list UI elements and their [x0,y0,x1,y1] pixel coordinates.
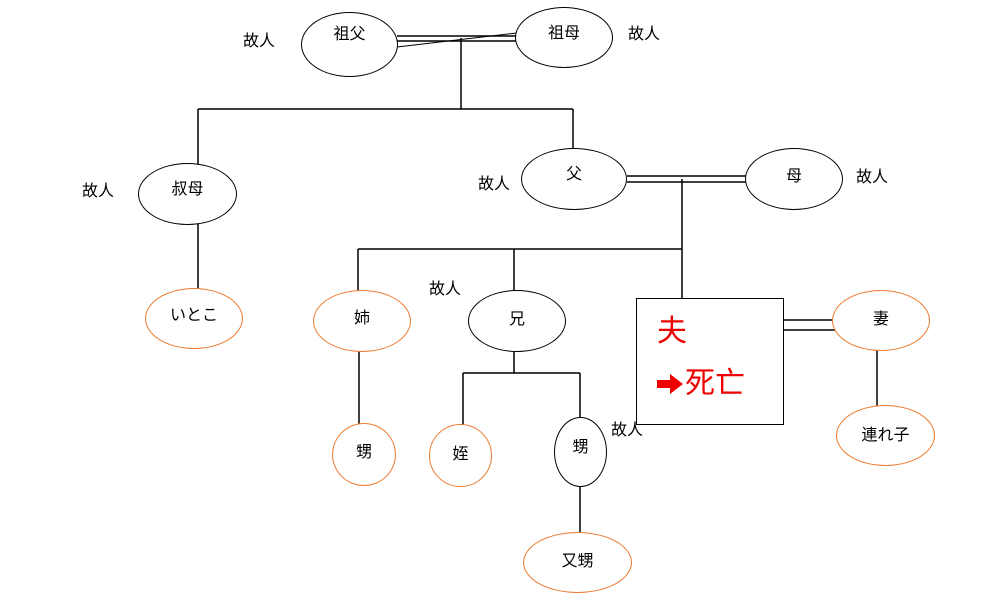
stepchild-label: 連れ子 [861,424,910,444]
brother-son-label: 甥 [572,437,589,456]
wife-label: 妻 [872,308,889,328]
deceased-status: 死亡 [657,367,745,401]
brother-son-node: 甥 [554,417,607,487]
grandmother-node: 祖母 [515,7,613,68]
elder-sister-label: 姉 [353,308,370,327]
grandmother-label: 祖母 [547,22,580,42]
husband-deceased-note: 故人 [611,420,644,439]
mother-label: 母 [785,166,802,185]
elder-sister-node: 姉 [313,290,411,352]
aunt-deceased-note: 故人 [82,181,115,200]
grandfather-deceased-note: 故人 [243,31,276,50]
grandfather-label: 祖父 [333,23,366,43]
cousin-label: いとこ [169,304,218,324]
death-status-label: 死亡 [685,366,745,401]
father-node: 父 [521,148,627,210]
father-label: 父 [565,164,582,183]
aunt-node: 叔母 [138,163,237,225]
elder-brother-label: 兄 [508,309,525,328]
husband-focus-box: 夫 死亡 [636,298,784,425]
mother-deceased-note: 故人 [856,167,889,186]
grandparents-marriage-diagonal [396,32,518,48]
cousin-node: いとこ [145,288,243,349]
husband-label: 夫 [657,314,687,349]
grandmother-deceased-note: 故人 [628,24,661,43]
brother-daughter-label: 姪 [452,443,469,463]
grandnephew-label: 又甥 [561,550,594,570]
grandfather-node: 祖父 [301,12,398,77]
brother-deceased-note: 故人 [429,279,462,298]
right-arrow-icon [657,374,683,394]
brother-daughter-node: 姪 [429,424,492,487]
wife-node: 妻 [832,290,930,351]
mother-node: 母 [745,148,843,210]
grandnephew-node: 又甥 [523,532,632,593]
elder-brother-node: 兄 [468,290,566,352]
sister-son-node: 甥 [332,423,396,486]
father-deceased-note: 故人 [478,174,511,193]
aunt-label: 叔母 [171,179,204,198]
sister-son-label: 甥 [355,441,372,461]
stepchild-node: 連れ子 [836,405,935,466]
